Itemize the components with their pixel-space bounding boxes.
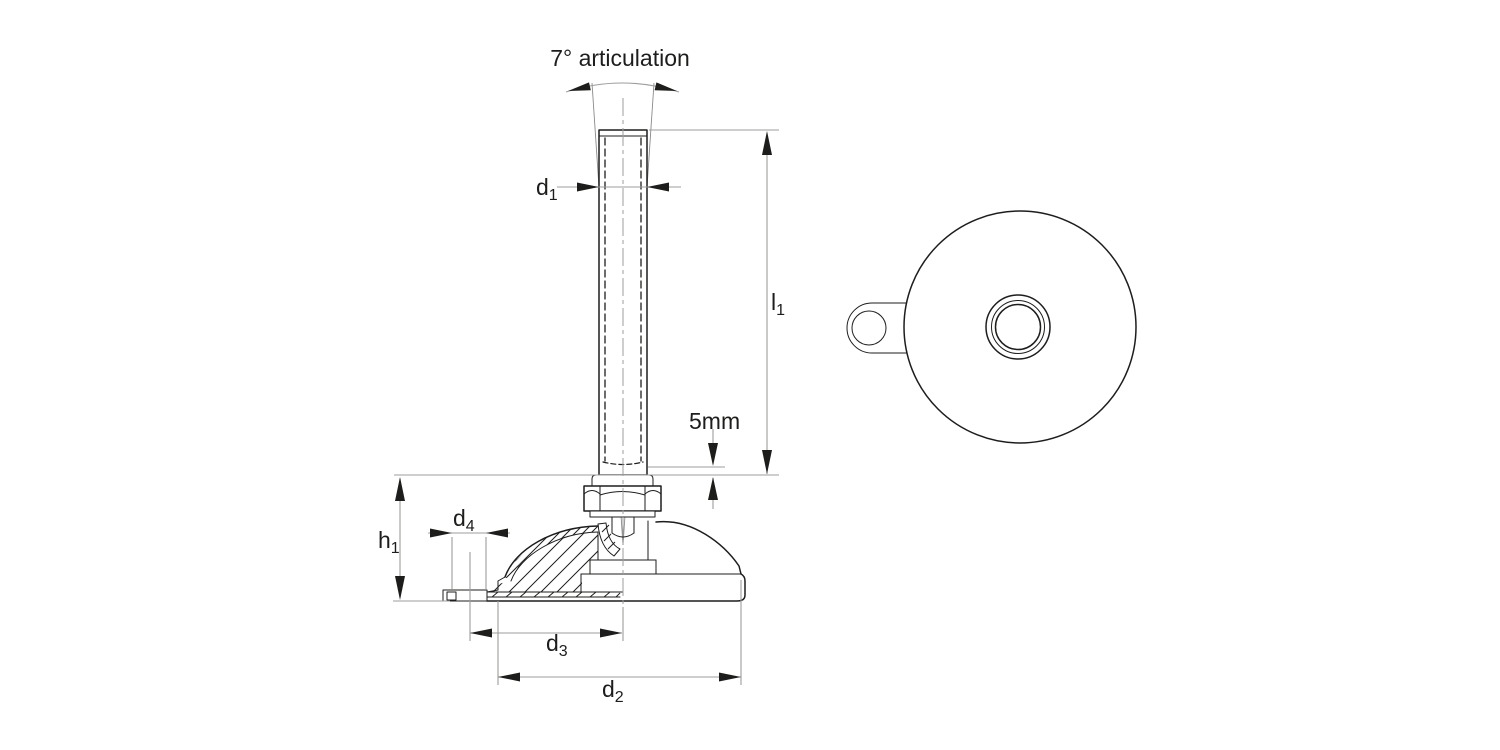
dim-5mm: 5mm [394, 408, 779, 509]
top-view [846, 210, 1137, 444]
ball-joint [580, 516, 742, 593]
dim-d1: d1 [536, 174, 681, 204]
socket-steps [580, 559, 742, 593]
label-d3: d3 [546, 630, 568, 660]
label-d4: d4 [453, 505, 475, 535]
side-view [442, 82, 746, 612]
cap-inner-arc [510, 531, 599, 582]
body-hatching [488, 532, 598, 592]
mounting-lug-side [442, 589, 488, 602]
dim-articulation: 7° articulation [550, 45, 690, 93]
cap-outer-arc [504, 525, 599, 578]
dim-d4: d4 [428, 505, 510, 641]
label-h1: h1 [378, 527, 400, 557]
base-plate-outline [486, 573, 746, 602]
rim-notch [486, 576, 506, 593]
base-dome-section [486, 525, 624, 598]
label-d2: d2 [602, 676, 624, 706]
ball-bottom-arc [611, 532, 635, 538]
dim-d2: d2 [497, 580, 742, 706]
dim-d3: d3 [470, 607, 624, 660]
base-dome-outside [486, 520, 746, 602]
base-outline-circle [903, 210, 1137, 444]
label-d1: d1 [536, 174, 558, 204]
hub-rings [985, 294, 1051, 360]
socket-section-band [597, 522, 621, 557]
label-5mm: 5mm [689, 408, 740, 434]
dim-l1: l1 [649, 129, 785, 474]
label-articulation: 7° articulation [550, 45, 690, 71]
lug-hole [851, 310, 887, 346]
dim-h1: h1 [378, 477, 450, 602]
label-l1: l1 [771, 289, 785, 319]
lug-hole-section [446, 591, 457, 601]
base-plate-section [486, 591, 624, 598]
